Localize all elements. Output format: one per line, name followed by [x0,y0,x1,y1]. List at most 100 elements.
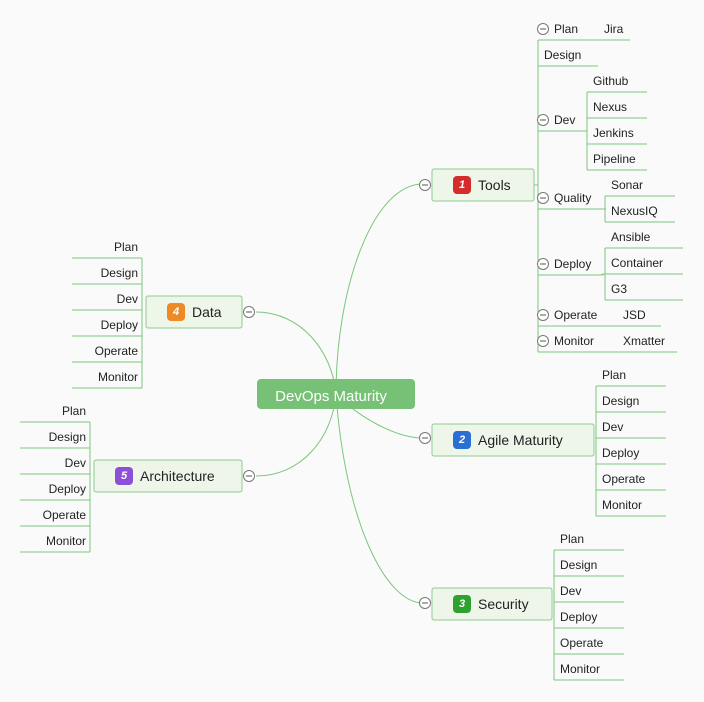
agile-operate[interactable]: Operate [596,472,666,491]
tools-deploy-ansible[interactable]: Ansible [605,230,683,249]
security-dev-label: Dev [560,584,581,598]
security-collapse-toggle[interactable] [419,597,431,609]
security-plan-label: Plan [560,532,584,546]
agile-plan-label: Plan [602,368,626,382]
tools-dev-nexus-label: Nexus [593,100,627,114]
agile-collapse-toggle[interactable] [419,432,431,444]
branch-data-number-badge: 4 [167,303,185,321]
tools-monitor-label: Monitor [554,334,594,348]
agile-deploy-label: Deploy [602,446,639,460]
security-dev[interactable]: Dev [554,584,624,603]
branch-tools[interactable]: 1 Tools [431,168,535,202]
root-node[interactable]: DevOps Maturity [257,379,415,409]
tools-quality-nexusiq[interactable]: NexusIQ [605,204,675,223]
tools-dev-nexus[interactable]: Nexus [587,100,647,119]
security-deploy-label: Deploy [560,610,597,624]
tools-deploy[interactable]: Deploy [538,257,600,276]
tools-deploy-collapse-toggle[interactable] [537,258,549,270]
data-design-label: Design [101,266,138,280]
branch-data[interactable]: 4 Data [145,295,243,329]
architecture-monitor[interactable]: Monitor [20,534,90,553]
architecture-deploy-label: Deploy [49,482,86,496]
data-deploy[interactable]: Deploy [72,318,142,337]
branch-architecture-label: Architecture [140,468,215,484]
architecture-design[interactable]: Design [20,430,90,449]
tools-design[interactable]: Design [538,48,598,67]
tools-monitor-collapse-toggle[interactable] [537,335,549,347]
tools-design-label: Design [544,48,581,62]
branch-tools-label: Tools [478,177,511,193]
data-operate[interactable]: Operate [72,344,142,363]
data-dev[interactable]: Dev [72,292,142,311]
tools-dev-jenkins[interactable]: Jenkins [587,126,647,145]
architecture-plan[interactable]: Plan [20,404,90,423]
tools-deploy-label: Deploy [554,257,591,271]
tools-plan-jira[interactable]: Jira [598,22,630,41]
security-deploy[interactable]: Deploy [554,610,624,629]
tools-operate[interactable]: Operate [538,308,606,327]
security-operate[interactable]: Operate [554,636,624,655]
tools-dev[interactable]: Dev [538,113,583,132]
data-collapse-toggle[interactable] [243,306,255,318]
tools-plan-label: Plan [554,22,578,36]
agile-dev[interactable]: Dev [596,420,666,439]
branch-security[interactable]: 3 Security [431,587,553,621]
agile-monitor-label: Monitor [602,498,642,512]
architecture-dev[interactable]: Dev [20,456,90,475]
tools-dev-collapse-toggle[interactable] [537,114,549,126]
svg-text:5: 5 [121,470,128,482]
connector-line [335,183,424,395]
tools-dev-github[interactable]: Github [587,74,647,93]
tools-deploy-ansible-label: Ansible [611,230,651,244]
tools-operate-collapse-toggle[interactable] [537,309,549,321]
agile-monitor[interactable]: Monitor [596,498,666,517]
agile-design-label: Design [602,394,639,408]
tools-quality-label: Quality [554,191,591,205]
tools-operate-jsd[interactable]: JSD [617,308,661,327]
branch-architecture[interactable]: 5 Architecture [93,459,243,493]
tools-plan-collapse-toggle[interactable] [537,23,549,35]
architecture-operate[interactable]: Operate [20,508,90,527]
agile-dev-label: Dev [602,420,623,434]
security-plan[interactable]: Plan [554,532,624,551]
data-plan[interactable]: Plan [72,240,142,259]
root-node-label: DevOps Maturity [275,388,387,405]
branch-agile-label: Agile Maturity [478,432,563,448]
branch-tools-number-badge: 1 [453,176,471,194]
data-dev-label: Dev [117,292,138,306]
tools-quality-sonar[interactable]: Sonar [605,178,675,197]
branch-data-label: Data [192,304,222,320]
tools-deploy-g3[interactable]: G3 [605,282,683,301]
data-monitor[interactable]: Monitor [72,370,142,389]
tools-collapse-toggle[interactable] [419,179,431,191]
architecture-dev-label: Dev [65,456,86,470]
architecture-monitor-label: Monitor [46,534,86,548]
root-node-box [257,379,415,409]
architecture-collapse-toggle[interactable] [243,470,255,482]
security-design[interactable]: Design [554,558,624,577]
tools-dev-pipeline[interactable]: Pipeline [587,152,647,171]
tools-monitor[interactable]: Monitor [538,334,606,353]
tools-plan[interactable]: Plan [538,22,588,41]
svg-text:4: 4 [172,306,179,318]
tools-quality-collapse-toggle[interactable] [537,192,549,204]
tools-monitor-xmatter[interactable]: Xmatter [617,334,677,353]
agile-deploy[interactable]: Deploy [596,446,666,465]
tools-quality[interactable]: Quality [538,191,603,210]
branch-security-label: Security [478,596,529,612]
security-monitor[interactable]: Monitor [554,662,624,681]
architecture-design-label: Design [49,430,86,444]
tools-deploy-container[interactable]: Container [605,256,683,275]
agile-operate-label: Operate [602,472,646,486]
agile-plan[interactable]: Plan [596,368,666,387]
architecture-plan-label: Plan [62,404,86,418]
svg-text:3: 3 [459,598,465,610]
connector-line [335,393,424,604]
tools-plan-jira-label: Jira [604,22,624,36]
data-design[interactable]: Design [72,266,142,285]
architecture-deploy[interactable]: Deploy [20,482,90,501]
agile-design[interactable]: Design [596,394,666,413]
